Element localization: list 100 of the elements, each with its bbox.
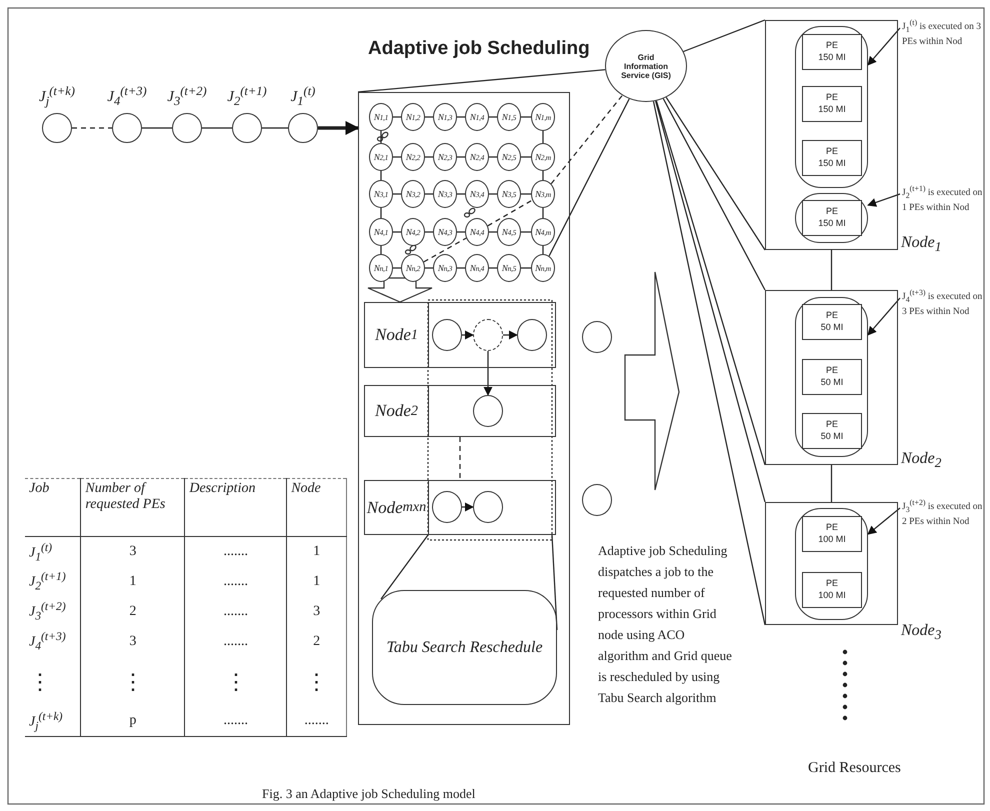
pe-box bbox=[802, 86, 862, 122]
arrow bbox=[867, 28, 900, 66]
annotation-text: J$_{3}$$^{(t+2)}$ is executed on 2 PEs within Nod bbox=[902, 498, 988, 540]
column-header: Description bbox=[184, 478, 287, 536]
connector-line bbox=[380, 131, 382, 143]
connector-line bbox=[262, 127, 288, 129]
circle-node bbox=[582, 321, 612, 353]
connector-line bbox=[542, 208, 544, 218]
section-label: Grid Resources bbox=[808, 760, 901, 777]
table-cell: p bbox=[80, 706, 185, 736]
pe-box bbox=[802, 359, 862, 395]
block-arrow bbox=[367, 277, 433, 303]
pe-capacity: 50 MI bbox=[820, 377, 844, 389]
node-row bbox=[364, 480, 556, 535]
pe-label: PE bbox=[826, 365, 838, 377]
pe-group bbox=[795, 508, 868, 620]
node-row bbox=[364, 302, 556, 368]
pe-label: PE bbox=[826, 310, 838, 322]
connector-line bbox=[424, 238, 466, 262]
pe-capacity: 100 MI bbox=[818, 534, 846, 546]
column-header: Number of requested PEs bbox=[80, 478, 185, 536]
table-cell: ....... bbox=[286, 706, 346, 736]
pe-label: PE bbox=[826, 578, 838, 590]
table-cell: 1 bbox=[80, 566, 185, 596]
pe-capacity: 150 MI bbox=[818, 52, 846, 64]
scheduler-panel bbox=[358, 92, 570, 725]
pe-box bbox=[802, 140, 862, 176]
table-cell: 2 bbox=[80, 596, 185, 626]
annotation-text: J$_{2}$$^{(t+1)}$ is executed on 1 PEs within Nod bbox=[902, 184, 988, 226]
node-label: Node$_{3}$ bbox=[901, 622, 942, 644]
column-header: Node bbox=[286, 478, 346, 536]
table-cell: ....... bbox=[184, 566, 287, 596]
connector-line bbox=[521, 156, 531, 158]
reschedule-box: Tabu Search Reschedule bbox=[372, 590, 557, 705]
connector-line bbox=[662, 98, 766, 290]
gis-ellipse: Grid Information Service (GIS) bbox=[605, 30, 687, 102]
table-cell: 1 bbox=[286, 566, 346, 596]
pe-label: PE bbox=[826, 92, 838, 104]
pe-capacity: 100 MI bbox=[818, 590, 846, 602]
connector-line bbox=[652, 101, 766, 626]
connector-line bbox=[380, 534, 428, 600]
connector-line bbox=[521, 193, 531, 195]
connector-line bbox=[830, 250, 832, 290]
table-cell: 3 bbox=[80, 536, 185, 566]
table-cell: 2 bbox=[286, 626, 346, 656]
pe-label: PE bbox=[826, 206, 838, 218]
arrow bbox=[484, 351, 492, 396]
arrow bbox=[318, 121, 360, 135]
connector-line bbox=[459, 437, 461, 480]
node-row bbox=[364, 385, 556, 437]
arrow bbox=[462, 502, 474, 512]
node-box bbox=[765, 20, 898, 250]
connector-line bbox=[521, 267, 531, 269]
table-cell: ....... bbox=[184, 596, 287, 626]
pe-box bbox=[802, 572, 862, 608]
table-cell: ....... bbox=[184, 706, 287, 736]
pe-capacity: 150 MI bbox=[818, 104, 846, 116]
circle-node bbox=[432, 319, 462, 351]
circle-node bbox=[517, 319, 547, 351]
pe-label: PE bbox=[826, 419, 838, 431]
pe-group bbox=[795, 26, 868, 188]
connector-line bbox=[380, 208, 382, 218]
connector-line bbox=[542, 131, 544, 143]
connector-line bbox=[72, 127, 112, 129]
pe-group bbox=[795, 297, 868, 457]
table-cell: 1 bbox=[286, 536, 346, 566]
connector-line bbox=[521, 231, 531, 233]
table-cell: ⋮ bbox=[184, 656, 287, 706]
table-cell: 3 bbox=[80, 626, 185, 656]
annotation-text: J$_{4}$$^{(t+3)}$ is executed on 3 PEs within Nod bbox=[902, 288, 988, 330]
connector-line bbox=[550, 95, 623, 184]
table-cell: ⋮ bbox=[80, 656, 185, 706]
connector-line bbox=[521, 116, 531, 118]
pe-capacity: 50 MI bbox=[820, 431, 844, 443]
description-text: Adaptive job Scheduling dispatches a job to the requested number of processors within Grid node using ACO algorithm and Grid queue is rescheduled by using Tabu Search algorithm bbox=[598, 542, 733, 707]
pe-label: PE bbox=[826, 40, 838, 52]
pe-box bbox=[802, 34, 862, 70]
table-cell: ⋮ bbox=[25, 656, 81, 706]
arrow bbox=[503, 330, 518, 340]
pe-box bbox=[802, 304, 862, 340]
figure-caption: Fig. 3 an Adaptive job Scheduling model bbox=[262, 786, 476, 802]
arrow bbox=[867, 193, 900, 207]
connector-line bbox=[683, 19, 766, 52]
table-cell: ⋮ bbox=[286, 656, 346, 706]
table-cell: ....... bbox=[184, 626, 287, 656]
arrow bbox=[462, 330, 474, 340]
circle-node bbox=[432, 491, 462, 523]
circle-node bbox=[473, 395, 503, 427]
pe-box bbox=[802, 200, 862, 236]
column-header: Job bbox=[25, 478, 81, 536]
pe-label: PE bbox=[826, 146, 838, 158]
pe-group bbox=[795, 193, 868, 243]
diagram-title: Adaptive job Scheduling bbox=[368, 38, 590, 60]
annotation-text: J$_{1}$$^{(t)}$ is executed on 3 PEs within Nod bbox=[902, 18, 988, 60]
circle-node bbox=[473, 491, 503, 523]
table-cell: 3 bbox=[286, 596, 346, 626]
pe-capacity: 150 MI bbox=[818, 158, 846, 170]
pe-capacity: 50 MI bbox=[820, 322, 844, 334]
node-label: Node$_{1}$ bbox=[901, 234, 942, 256]
table-cell: ....... bbox=[184, 536, 287, 566]
